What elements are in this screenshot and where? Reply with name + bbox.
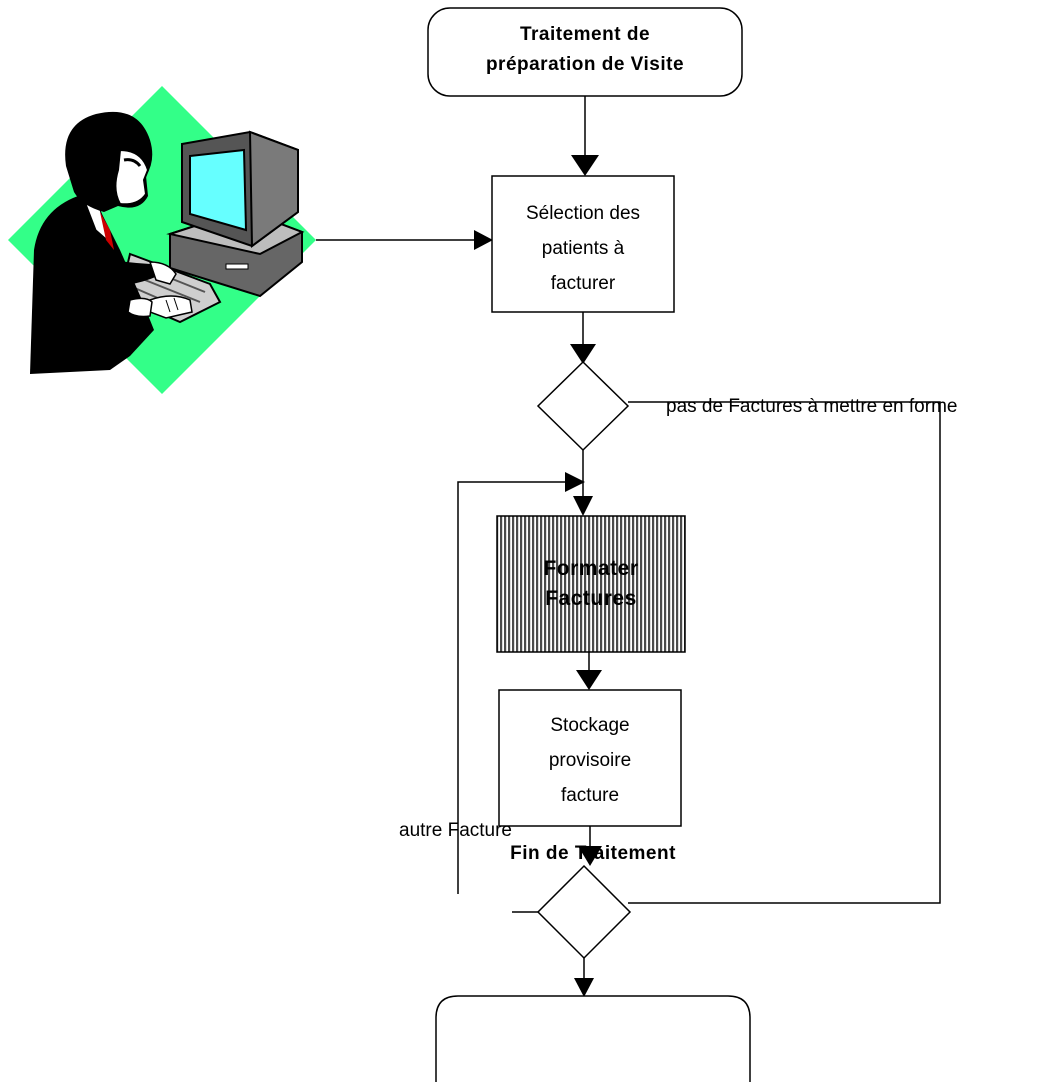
store-invoice-node (498, 689, 682, 827)
decision-other-invoice (536, 864, 632, 960)
screen (189, 148, 248, 232)
select-node-line3: facturer (550, 273, 616, 294)
format-node-line2: Factures (545, 587, 637, 610)
arrowhead-right-icon (474, 230, 493, 250)
store-node-label: Stockage provisoire facture (499, 708, 681, 813)
edge-no-invoices (628, 401, 941, 904)
store-node-line1: Stockage (550, 715, 630, 736)
select-patients-node (491, 175, 675, 313)
start-node-line2: préparation de Visite (485, 54, 685, 75)
store-node-line2: provisoire (548, 750, 632, 771)
decision-has-invoices (536, 360, 630, 452)
select-node-line1: Sélection des (525, 203, 641, 224)
edge-label-other-invoice: autre Facture (399, 820, 512, 841)
person-at-computer-icon (8, 86, 316, 394)
arrowhead-down-icon (574, 978, 594, 997)
format-invoices-node (496, 515, 686, 653)
start-node-line1: Traitement de (519, 24, 651, 45)
edge-label-no-invoices: pas de Factures à mettre en forme (666, 396, 958, 417)
arrowhead-down-icon (573, 496, 593, 516)
arrowhead-down-icon (571, 155, 599, 176)
arrowhead-down-icon (576, 670, 602, 690)
arrowhead-down-icon (570, 344, 596, 364)
arrowhead-right-icon (565, 472, 585, 492)
format-node-label: Formater Factures (497, 554, 685, 614)
arrowhead-down-icon (578, 846, 602, 866)
select-node-line2: patients à (541, 238, 625, 259)
edge-loop-back (457, 481, 566, 894)
format-node-line1: Formater (543, 557, 639, 580)
end-node (435, 995, 751, 1082)
store-node-line3: facture (560, 785, 620, 806)
end-node-label: Fin de Traitement (510, 843, 676, 864)
select-node-label: Sélection des patients à facturer (492, 196, 674, 301)
start-node-label: Traitement de préparation de Visite (428, 20, 742, 80)
